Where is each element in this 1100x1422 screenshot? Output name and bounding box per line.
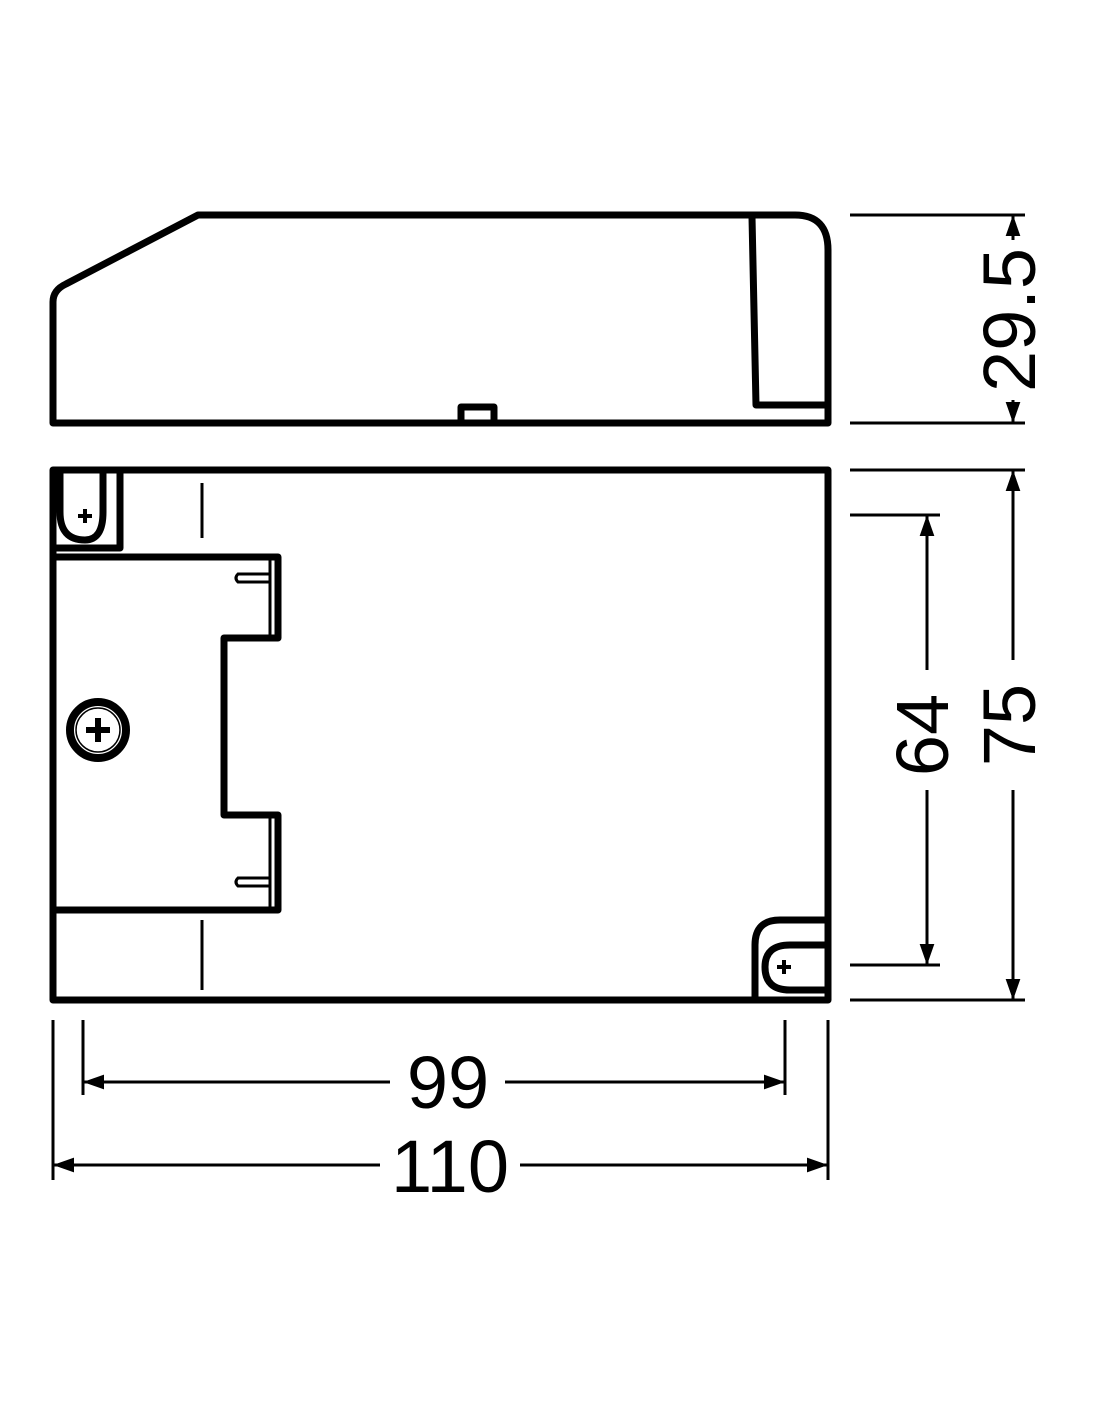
terminal-block	[49, 553, 282, 914]
dim-height-label: 29.5	[968, 248, 1051, 392]
screw-icon-small-right	[777, 960, 791, 974]
dim-mount-width-label: 64	[881, 694, 964, 776]
top-outline	[49, 466, 832, 1004]
bottom-tab	[457, 403, 498, 427]
dimension-lines	[51, 213, 1025, 1180]
terminal-pin-bottom	[234, 818, 272, 907]
mount-slot-bottom-right	[761, 941, 832, 994]
end-cap	[748, 213, 832, 409]
dim-length-label: 110	[391, 1125, 509, 1208]
corner-block	[49, 466, 124, 552]
dim-mount-length-label: 99	[407, 1041, 489, 1124]
screw-icon-small	[78, 509, 92, 523]
side-view	[49, 211, 832, 427]
terminal-pin-top	[234, 560, 272, 635]
mount-slot-top-left	[56, 468, 107, 544]
screw-icon	[66, 698, 130, 762]
top-view	[49, 466, 832, 1004]
slot-housing	[751, 916, 832, 1004]
side-outline	[49, 211, 832, 427]
dim-width-label: 75	[968, 684, 1051, 766]
